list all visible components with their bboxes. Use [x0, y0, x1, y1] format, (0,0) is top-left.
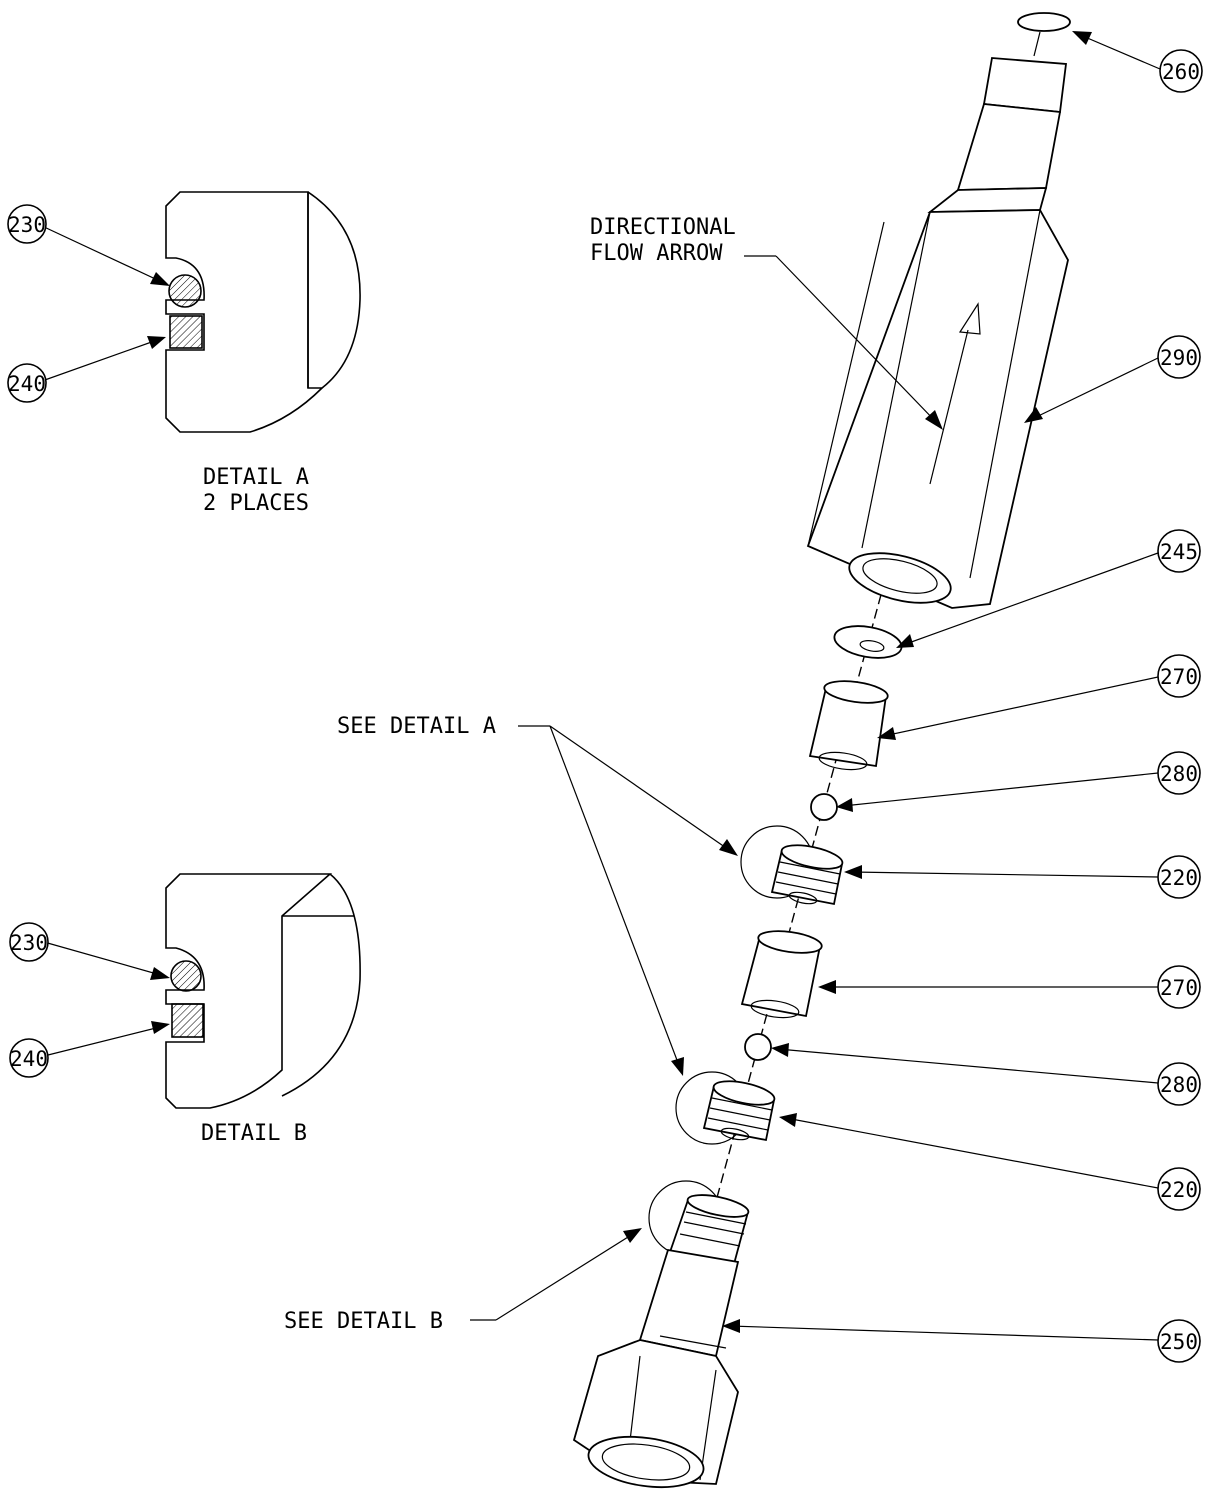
flow-arrow-label-line2: FLOW ARROW: [590, 241, 723, 266]
svg-text:230: 230: [10, 931, 48, 955]
detail-b-section-body: [165, 873, 333, 1109]
directional-flow-arrow: [929, 302, 981, 485]
svg-text:280: 280: [1160, 762, 1198, 786]
balloon-240-detail-a: 240: [7, 363, 47, 403]
detail-a-section-body: [165, 191, 324, 433]
part-260-ring: [1017, 12, 1071, 32]
svg-text:240: 240: [10, 1047, 48, 1071]
balloon-280-lower: 280: [1157, 1062, 1201, 1106]
flow-arrow-label-line1: DIRECTIONAL: [590, 215, 736, 240]
balloon-245: 245: [1157, 529, 1201, 573]
detail-a-backup-ring-240: [169, 315, 203, 349]
detail-b-face: [281, 873, 361, 1097]
part-245-disc: [833, 625, 903, 659]
detail-b-title: DETAIL B: [201, 1121, 307, 1146]
balloon-250: 250: [1157, 1319, 1201, 1363]
svg-text:250: 250: [1160, 1330, 1198, 1354]
balloon-220-lower: 220: [1157, 1167, 1201, 1211]
detail-b-oring-230: [170, 960, 202, 992]
balloon-290: 290: [1157, 335, 1201, 379]
svg-text:220: 220: [1160, 866, 1198, 890]
part-280-ball-upper: [810, 793, 838, 821]
detail-a-subtitle: 2 PLACES: [203, 491, 309, 516]
part-220-plug-upper: [740, 825, 844, 906]
detail-b: DETAIL B: [165, 873, 361, 1146]
svg-text:270: 270: [1160, 976, 1198, 1000]
svg-text:230: 230: [8, 213, 46, 237]
part-250-fitting: [572, 1180, 750, 1488]
balloon-220-upper: 220: [1157, 855, 1201, 899]
balloon-270-upper: 270: [1157, 654, 1201, 698]
detail-a: DETAIL A 2 PLACES: [165, 191, 361, 516]
svg-text:270: 270: [1160, 665, 1198, 689]
part-270-sleeve-upper: [808, 680, 889, 771]
svg-text:260: 260: [1162, 60, 1200, 84]
detail-a-oring-230: [168, 274, 202, 308]
part-290-body: [806, 57, 1069, 609]
detail-a-title: DETAIL A: [203, 465, 309, 490]
balloon-280-upper: 280: [1157, 751, 1201, 795]
balloon-230-detail-a: 230: [7, 204, 47, 244]
svg-text:220: 220: [1160, 1178, 1198, 1202]
svg-text:280: 280: [1160, 1073, 1198, 1097]
see-detail-b-label: SEE DETAIL B: [284, 1309, 443, 1334]
svg-text:240: 240: [8, 372, 46, 396]
leader-lines: [41, 31, 1161, 1341]
balloon-230-detail-b: 230: [9, 922, 49, 962]
balloon-260: 260: [1159, 49, 1203, 93]
assembly-centerline: [699, 579, 886, 1261]
part-260-axis: [1033, 31, 1041, 57]
part-220-plug-lower: [675, 1071, 776, 1145]
see-detail-a-label: SEE DETAIL A: [337, 714, 496, 739]
part-270-sleeve-lower: [740, 930, 823, 1019]
balloon-240-detail-b: 240: [9, 1038, 49, 1078]
part-280-ball-lower: [744, 1033, 772, 1061]
balloon-270-lower: 270: [1157, 965, 1201, 1009]
svg-text:245: 245: [1160, 540, 1198, 564]
detail-a-face: [307, 191, 361, 389]
detail-b-backup-ring-240: [171, 1003, 204, 1038]
svg-text:290: 290: [1160, 346, 1198, 370]
